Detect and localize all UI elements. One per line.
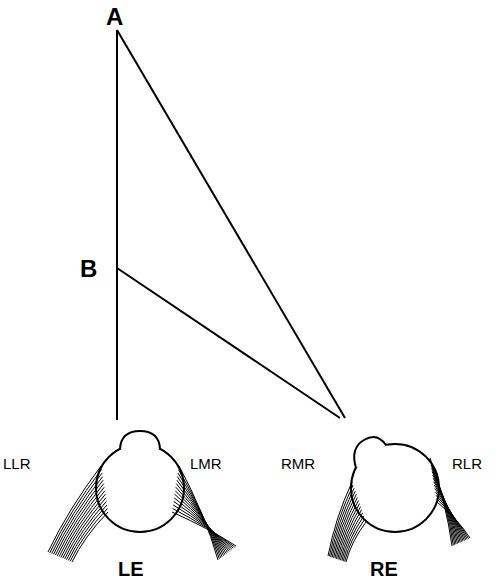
muscle-fiber <box>65 498 106 559</box>
muscle-fiber <box>68 505 107 561</box>
muscle-fiber <box>63 494 106 558</box>
muscle-fiber <box>50 470 102 553</box>
left-eyeball <box>96 444 184 532</box>
muscle-fiber <box>346 522 366 562</box>
muscle-fiber <box>61 491 105 558</box>
muscle-label: LMR <box>190 456 222 473</box>
right-cornea <box>354 437 386 468</box>
muscle-fiber <box>72 512 108 562</box>
muscle-label: LLR <box>3 456 31 473</box>
muscle-label: RMR <box>281 456 315 473</box>
muscle-fiber <box>70 508 107 561</box>
point-label: A <box>106 4 123 30</box>
muscle-fiber <box>57 484 103 556</box>
muscle-fiber <box>437 502 470 538</box>
muscle-fiber <box>172 512 236 546</box>
muscle-fiber <box>173 508 235 547</box>
sight-line <box>117 30 345 418</box>
left-cornea <box>120 431 160 449</box>
sight-line <box>117 268 340 418</box>
eye-label: RE <box>370 558 398 580</box>
eye-label: LE <box>118 558 144 580</box>
muscle-fiber <box>436 495 467 539</box>
muscle-fiber <box>436 499 468 539</box>
muscle-fiber <box>66 501 106 559</box>
point-label: B <box>80 256 97 282</box>
muscle-fiber <box>59 487 104 556</box>
muscle-fiber <box>175 494 229 551</box>
muscle-label: RLR <box>452 456 482 473</box>
muscle-fibers <box>48 458 470 562</box>
sight-line <box>116 30 118 420</box>
